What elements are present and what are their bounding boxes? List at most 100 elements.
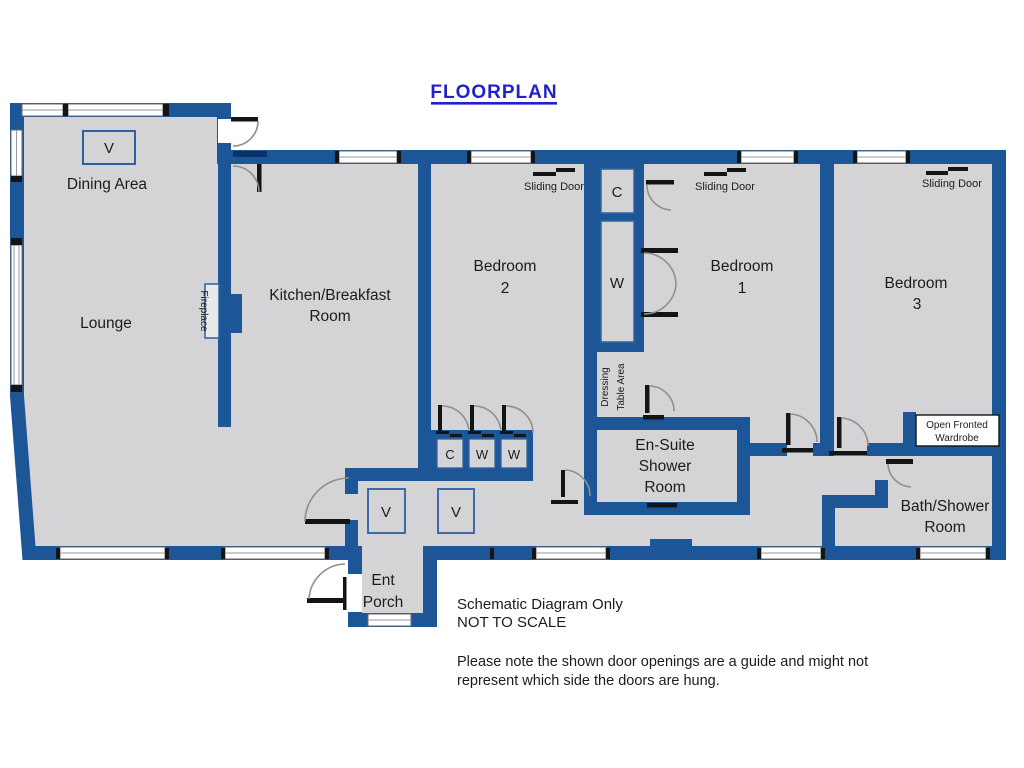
velux-box-dining: [82, 130, 136, 165]
room-label-dining: Dining Area: [67, 176, 148, 193]
wall-hall-west-lower: [345, 520, 358, 560]
room-label-bedroom3-2: 3: [913, 296, 922, 313]
sliding-door-marks: [533, 167, 968, 176]
door-leaf: [305, 519, 350, 524]
door-leaf: [307, 598, 345, 603]
door-leaf: [641, 248, 678, 253]
window-mullions: [13, 109, 986, 621]
closet-c-label: C: [612, 184, 623, 201]
room-label-bath-2: Room: [924, 519, 965, 536]
dressing-label-2: Table Area: [616, 363, 627, 411]
window: [10, 244, 23, 386]
door-arc: [646, 184, 672, 211]
room-label-bath-1: Bath/Shower: [901, 498, 990, 515]
velux-label-dining: V: [104, 140, 114, 157]
door-leaf: [886, 459, 913, 464]
door-threshold: [829, 451, 867, 456]
door-leaf: [231, 117, 258, 122]
door-threshold: [551, 500, 578, 504]
closets: [436, 168, 635, 469]
closet-w-box: [600, 220, 635, 343]
room-label-lounge: Lounge: [80, 315, 132, 332]
door-arc: [308, 563, 346, 600]
closet-w2-box: [468, 438, 496, 469]
exterior-wall-outline: [10, 103, 1006, 627]
door-leaf: [645, 385, 650, 413]
door-lintel: [233, 151, 267, 157]
sliding-door-mark: [647, 503, 677, 508]
room-label-ensuite-2: Shower: [639, 458, 692, 475]
wall-bedroom1-bedroom3: [820, 150, 834, 456]
fireplace-box: [204, 283, 220, 339]
note-doors-1: Please note the shown door openings are …: [457, 654, 868, 670]
room-label-bedroom2-1: Bedroom: [474, 258, 537, 275]
door-arc: [887, 463, 912, 488]
sliding-door-label-bedroom2: Sliding Door: [524, 181, 584, 193]
closet-w2-label: W: [476, 447, 489, 462]
door-jamb: [343, 577, 347, 610]
velux-label-hall-1: V: [381, 504, 391, 521]
wall-stub2: [867, 443, 875, 456]
wall-lounge-kitchen: [218, 103, 231, 427]
closet-c2-label: C: [445, 447, 454, 462]
velux-label-hall-2: V: [451, 504, 461, 521]
labels: Dining Area V Lounge Fireplace Kitchen/B…: [67, 140, 989, 611]
room-label-kitchen-1: Kitchen/Breakfast: [269, 287, 391, 304]
footnotes: Schematic Diagram Only NOT TO SCALE Plea…: [457, 596, 868, 689]
door-opening: [218, 119, 231, 143]
floorplan-title: FLOORPLAN: [430, 82, 557, 103]
fireplace-breast: [231, 294, 242, 333]
closet-w3-box: [500, 438, 528, 469]
door-arc: [473, 405, 502, 434]
room-label-bedroom3-1: Bedroom: [885, 275, 948, 292]
closet-w-label: W: [610, 275, 625, 292]
door-arc: [643, 283, 677, 315]
room-label-ensuite-1: En-Suite: [635, 437, 694, 454]
room-label-kitchen-2: Room: [309, 308, 350, 325]
door-leaf: [502, 405, 506, 433]
door-arc: [789, 413, 818, 443]
marker-boxes: [82, 130, 1000, 534]
door-opening: [348, 574, 362, 612]
building-shell: [10, 103, 1006, 627]
sliding-door-label-bedroom3: Sliding Door: [922, 178, 982, 190]
door-arc: [304, 477, 350, 522]
closet-c-box: [600, 168, 635, 214]
room-label-porch-2: Porch: [363, 594, 404, 611]
closet-sliding-marks: [436, 431, 526, 437]
wall-stub: [813, 443, 820, 456]
note-schematic: Schematic Diagram Only: [457, 596, 623, 613]
wall-bedroom1-south: [750, 443, 787, 456]
door-arc: [441, 405, 470, 434]
velux-box-hall-2: [437, 488, 475, 534]
open-wardrobe-label-1: Open Fronted: [926, 420, 988, 431]
closet-w3-label: W: [508, 447, 521, 462]
room-label-bedroom1-2: 1: [738, 280, 747, 297]
door-leaf: [470, 405, 474, 433]
door-leaf: [646, 180, 674, 185]
wall-ensuite-north: [584, 417, 750, 430]
door-leaf: [438, 405, 442, 433]
window-ticks: [11, 104, 990, 559]
dressing-label-1: Dressing: [600, 367, 611, 406]
room-label-bedroom1-1: Bedroom: [711, 258, 774, 275]
door-threshold: [782, 448, 813, 453]
velux-box-hall-1: [367, 488, 406, 534]
open-wardrobe-box: [915, 414, 1000, 447]
wall-bath-west-lower: [822, 508, 835, 553]
door-leaf: [786, 413, 791, 445]
page-title: FLOORPLAN: [430, 82, 557, 105]
closet-c2-box: [436, 438, 464, 469]
door-leaf: [257, 164, 262, 192]
wall-ensuite-south: [584, 502, 750, 515]
sliding-door-mark: [643, 415, 664, 420]
wall-kitchen-bedroom2: [418, 150, 431, 481]
wall-ensuite-east: [737, 417, 750, 515]
note-doors-2: represent which side the doors are hung.: [457, 673, 720, 689]
doors: [218, 117, 968, 612]
door-arc: [643, 252, 677, 285]
title-underline: [431, 102, 557, 105]
door-arc: [840, 417, 869, 447]
door-arc: [505, 405, 534, 434]
